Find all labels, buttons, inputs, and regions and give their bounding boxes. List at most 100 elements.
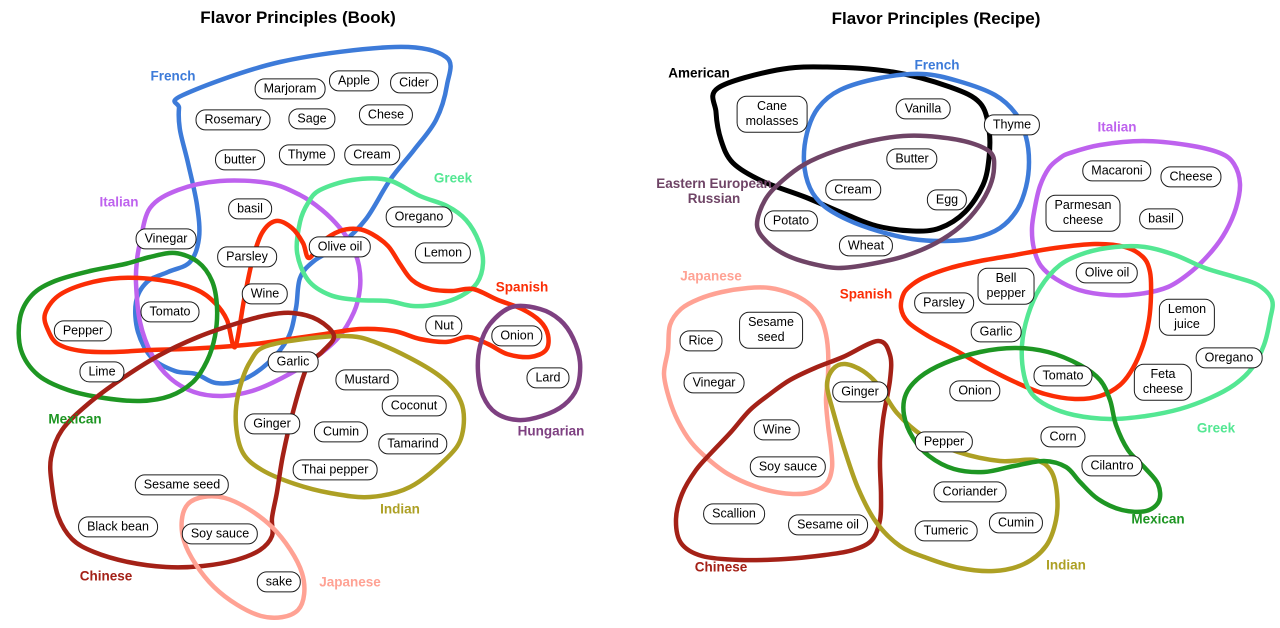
ingredient-box-line: Lime [88, 364, 116, 379]
cuisine-label-french-recipe: French [914, 57, 959, 72]
cuisine-outline-chinese-recipe [673, 338, 894, 563]
cuisine-label-line: Chinese [694, 559, 748, 575]
ingredient-box-line: Egg [935, 192, 959, 207]
cuisine-label-line: French [914, 57, 960, 73]
cuisine-label-spanish-book: Spanish [496, 279, 549, 294]
ingredient-box-line: Mustard [344, 372, 390, 387]
cuisine-label-line: Indian [1046, 557, 1086, 573]
ingredient-box-corn-recipe: Corn [1040, 426, 1086, 448]
ingredient-box-olive-oil-recipe: Olive oil [1075, 262, 1139, 284]
ingredient-box-line: Rosemary [204, 112, 262, 127]
recipe-panel-title: Flavor Principles (Recipe) [831, 9, 1041, 28]
ingredient-box-mustard-book: Mustard [335, 369, 399, 391]
cuisine-label-italian-book: Italian [99, 194, 138, 209]
ingredient-box-line: Wine [250, 286, 280, 301]
ingredient-box-vinegar-book: Vinegar [135, 228, 197, 250]
ingredient-box-line: Butter [895, 151, 929, 166]
cuisine-label-american-recipe: American [668, 65, 730, 80]
ingredient-box-line: Black bean [87, 519, 149, 534]
ingredient-box-line: Olive oil [1084, 265, 1130, 280]
ingredient-box-lime-book: Lime [79, 361, 125, 383]
ingredient-box-coriander-recipe: Coriander [933, 481, 1007, 503]
cuisine-outline-japanese-recipe [661, 285, 835, 497]
ingredient-box-soy-sauce-book: Soy sauce [181, 523, 259, 545]
ingredient-box-scallion-recipe: Scallion [703, 503, 765, 525]
ingredient-box-line: Vinegar [144, 231, 188, 246]
cuisine-label-spanish-recipe: Spanish [840, 286, 893, 301]
ingredient-box-line: Olive oil [317, 239, 363, 254]
ingredient-box-oregano-book: Oregano [385, 206, 453, 228]
ingredient-box-thyme-book: Thyme [278, 144, 336, 166]
ingredient-box-line: Garlic [276, 354, 310, 369]
ingredient-box-wine-recipe: Wine [753, 419, 801, 441]
cuisine-outline-japanese-book [179, 494, 307, 620]
ingredient-box-line: Feta [1150, 366, 1176, 381]
ingredient-box-basil-recipe: basil [1139, 208, 1183, 230]
ingredient-box-potato-recipe: Potato [763, 210, 819, 232]
cuisine-outline-mexican-recipe [901, 345, 1163, 515]
ingredient-box-line: Potato [772, 213, 810, 228]
ingredient-box-wheat-recipe: Wheat [838, 235, 894, 257]
ingredient-box-sage-book: Sage [288, 108, 336, 130]
cuisine-label-chinese-book: Chinese [80, 568, 133, 583]
cuisine-outline-italian-book [133, 178, 363, 399]
cuisine-label-french-book: French [150, 68, 195, 83]
ingredient-box-black-bean-book: Black bean [78, 516, 158, 538]
ingredient-box-line: Cane [757, 98, 787, 113]
ingredient-box-basil-book: basil [228, 198, 272, 220]
ingredient-box-line: Cumin [322, 424, 360, 439]
ingredient-box-pepper-book: Pepper [53, 320, 113, 342]
ingredient-box-line: Oregano [394, 209, 444, 224]
ingredient-box-line: Wine [762, 422, 792, 437]
ingredient-box-line: juice [1174, 317, 1200, 331]
ingredient-box-line: molasses [745, 114, 799, 128]
ingredient-box-line: Sesame oil [797, 517, 859, 532]
ingredient-box-line: Cream [834, 182, 872, 197]
ingredient-box-line: Sesame [748, 314, 794, 329]
ingredient-box-line: Vanilla [904, 101, 942, 116]
ingredient-box-line: Soy sauce [190, 526, 250, 541]
ingredient-box-line: Lemon [1167, 301, 1207, 316]
ingredient-box-cumin-book: Cumin [313, 421, 369, 443]
ingredient-box-line: cheese [1062, 213, 1104, 227]
ingredient-box-marjoram-book: Marjoram [254, 78, 326, 100]
ingredient-box-line: Nut [434, 318, 454, 333]
ingredient-box-line: Garlic [979, 324, 1013, 339]
ingredient-box-line: Onion [958, 383, 992, 398]
cuisine-label-greek-book: Greek [434, 170, 472, 185]
ingredient-box-line: sake [265, 574, 293, 589]
ingredient-box-cheese-recipe: Cheese [1160, 166, 1222, 188]
ingredient-box-line: Macaroni [1091, 163, 1143, 178]
ingredient-box-macaroni-recipe: Macaroni [1082, 160, 1152, 182]
cuisine-label-line: Japanese [319, 574, 381, 590]
ingredient-box-butter-book: butter [215, 149, 265, 171]
ingredient-box-garlic-recipe: Garlic [970, 321, 1022, 343]
cuisine-outline-indian-book [233, 333, 467, 500]
ingredient-box-lard-book: Lard [526, 367, 570, 389]
cuisine-label-line: Spanish [495, 279, 549, 295]
ingredient-box-line: Tomato [1042, 368, 1084, 383]
ingredient-box-line: basil [237, 201, 263, 216]
ingredient-box-egg-recipe: Egg [926, 189, 968, 211]
cuisine-outline-american-recipe [710, 64, 993, 234]
ingredient-box-line: pepper [986, 286, 1026, 300]
ingredient-box-line: basil [1148, 211, 1174, 226]
ingredient-box-thyme-recipe: Thyme [983, 114, 1041, 136]
ingredient-box-onion-book: Onion [491, 325, 543, 347]
ingredient-box-oregano-recipe: Oregano [1195, 347, 1263, 369]
ingredient-box-cream-recipe: Cream [825, 179, 881, 201]
ingredient-box-line: Pepper [62, 323, 104, 338]
ingredient-box-lemon-book: Lemon [414, 242, 472, 264]
ingredient-box-sesame-oil-recipe: Sesame oil [788, 514, 868, 536]
cuisine-label-japanese-recipe: Japanese [680, 268, 742, 283]
cuisine-label-line: French [150, 68, 196, 84]
ingredient-box-sesame-seed-book: Sesame seed [134, 474, 230, 496]
ingredient-box-line: Chese [367, 107, 405, 122]
cuisine-label-italian-recipe: Italian [1097, 119, 1136, 134]
cuisine-label-line: Indian [380, 501, 420, 517]
cuisine-label-indian-book: Indian [380, 501, 420, 516]
